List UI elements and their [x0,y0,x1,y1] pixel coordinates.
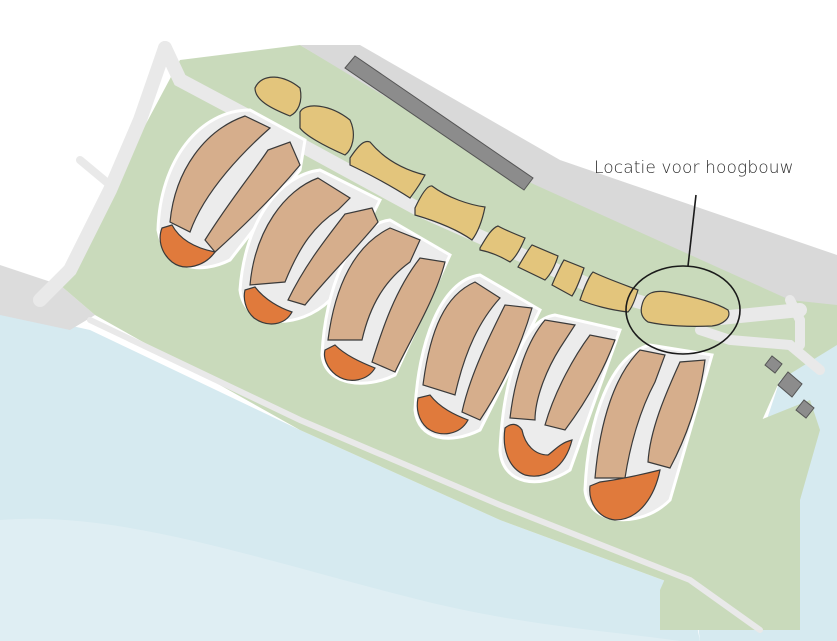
sheds [764,355,815,419]
yellow-4 [414,185,486,241]
yellow-6 [517,244,559,281]
block-4a [422,281,501,396]
corner-4 [416,394,469,435]
block-6a [594,349,666,479]
residential-blocks [169,115,706,479]
block-2a [249,177,351,286]
corner-buildings [159,224,661,521]
yellow-7 [551,259,585,297]
block-2b [287,207,379,306]
shed-1 [764,355,783,374]
callout-leader [687,194,697,267]
yellow-1 [254,76,302,117]
highrise-callout [625,194,741,355]
corner-5 [503,423,573,477]
block-5b [544,334,616,431]
parking-strip [344,55,534,191]
block-6b [647,359,706,469]
block-3a [327,227,421,341]
block-1b [204,141,301,253]
yellow-2 [299,105,354,156]
corner-6 [589,469,661,521]
yellow-highrise [640,290,730,327]
shed-2 [777,371,803,398]
block-3b [371,257,446,373]
shed-3 [795,399,815,419]
yellow-3 [349,140,426,199]
corner-2 [243,286,293,325]
corner-3 [323,344,376,381]
callout-circle [625,265,741,355]
block-5a [509,319,577,421]
callout-label: Locatie voor hoogbouw [594,158,794,178]
block-1a [169,115,272,233]
yellow-buildings [254,76,730,327]
block-4b [461,304,533,421]
yellow-5 [479,225,526,263]
yellow-8 [579,271,639,313]
corner-1 [159,224,217,268]
